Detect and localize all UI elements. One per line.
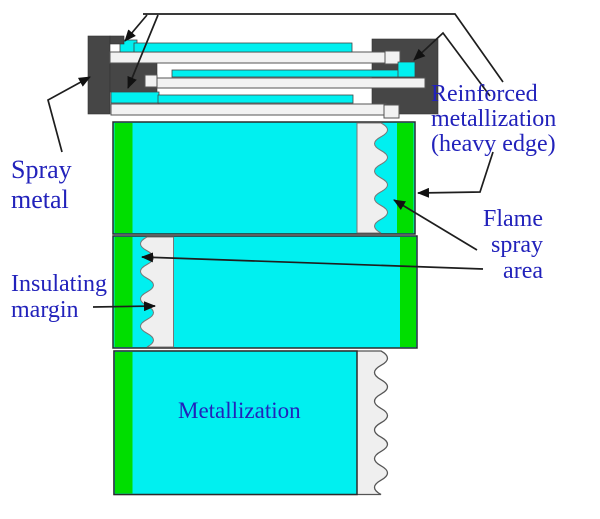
band-b-flame-spray-strip-right	[400, 237, 416, 347]
label-line: metal	[11, 185, 69, 214]
band-c-metallization-area	[113, 350, 358, 496]
label-line: (heavy edge)	[431, 131, 556, 157]
label-line: spray	[491, 232, 543, 258]
reinforced-pointer-frame-line	[143, 13, 504, 83]
arrow-insulating-margin	[92, 301, 156, 312]
label-line: Metallization	[178, 398, 301, 423]
film2-end-tab	[144, 74, 158, 88]
band-a-flame-spray-strip-left	[114, 123, 133, 233]
label-line: Insulating	[11, 271, 107, 297]
label-line: Flame	[483, 206, 543, 232]
label-line: Spray	[11, 155, 72, 184]
film-bands	[112, 121, 418, 496]
label-line: margin	[11, 297, 79, 323]
film1-end-tab	[384, 50, 401, 65]
label-line: Reinforced	[431, 81, 538, 107]
arrow-flame-spray-band-b	[141, 252, 484, 270]
arrow-flame-spray-band-a	[393, 199, 478, 251]
label-metallization: Metallization	[178, 398, 301, 424]
band-b-flame-spray-strip-left	[114, 237, 133, 347]
pointer-lines	[47, 13, 504, 312]
film3-dielectric	[110, 103, 387, 116]
band-a-flame-spray-strip-right	[397, 123, 414, 233]
film2-dielectric	[156, 77, 426, 89]
label-line: metallization	[431, 106, 557, 132]
band-c-flame-spray-strip-left	[115, 352, 133, 494]
band-a-insulating-margin	[356, 122, 388, 234]
label-reinforced-metallization: Reinforced metallization (heavy edge)	[431, 82, 556, 157]
label-line: area	[503, 258, 543, 284]
film1-metallization	[133, 42, 353, 53]
arrow-film2-heavy-edge	[413, 31, 491, 97]
arrow-film1-heavy-edge	[124, 14, 148, 42]
arrow-film3-heavy-edge	[127, 14, 159, 89]
film2-heavy-edge	[397, 61, 416, 78]
film3-end-tab	[383, 104, 400, 119]
film3-metallization	[157, 94, 354, 104]
film2-metallization	[171, 69, 400, 78]
arrow-heavy-edge-to-green-strip	[417, 151, 494, 198]
arrow-spray-metal	[47, 76, 91, 153]
cross-section	[87, 35, 439, 119]
label-insulating-margin: Insulating margin	[11, 271, 107, 323]
label-flame-spray-area: Flame spray area	[455, 206, 543, 284]
film1-dielectric	[109, 51, 387, 64]
left-spray-metal-top-arm	[109, 35, 125, 45]
film3-heavy-edge	[110, 91, 160, 104]
left-spray-metal-block	[87, 35, 111, 115]
label-spray-metal: Spray metal	[11, 155, 72, 215]
